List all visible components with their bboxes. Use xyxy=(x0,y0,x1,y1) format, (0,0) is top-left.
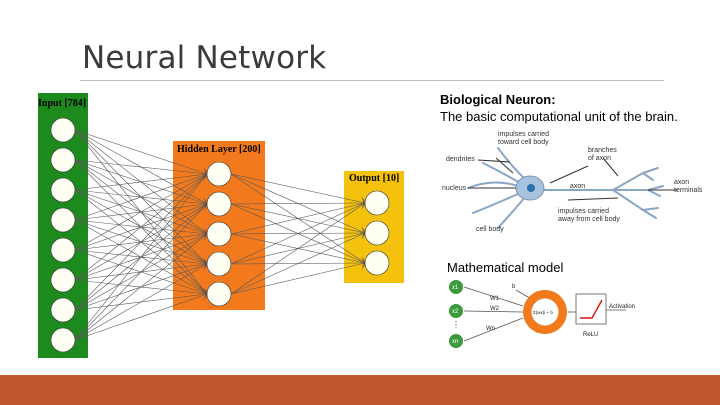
hidden-node-flare xyxy=(203,167,209,181)
output-node-flares xyxy=(361,196,367,270)
input-neuron xyxy=(50,117,76,143)
label-bias: b xyxy=(512,284,516,290)
label-impulses-out-2: away from cell body xyxy=(558,216,620,223)
output-node-flare xyxy=(361,226,367,240)
label-w1: W1 xyxy=(490,296,500,302)
output-neuron xyxy=(364,190,390,216)
input-x1-node xyxy=(449,280,463,294)
relu-curve xyxy=(580,299,603,319)
label-terminals-1: axon xyxy=(674,179,689,186)
connection-lines xyxy=(74,129,366,341)
label-x2: x2 xyxy=(452,309,459,315)
hidden-node-flare xyxy=(203,197,209,211)
label-impulses-in-2: toward cell body xyxy=(498,139,549,146)
input-hidden-edge xyxy=(74,173,208,341)
input-hidden-edge xyxy=(74,159,208,175)
input-hidden-edge xyxy=(74,173,208,221)
input-neuron xyxy=(50,267,76,293)
relu-box xyxy=(575,293,607,325)
biological-neuron-heading: Biological Neuron: xyxy=(440,92,556,107)
input-neuron xyxy=(50,207,76,233)
svg-text:⋮: ⋮ xyxy=(452,320,460,329)
neural-network-diagram: Input [784] Hidden Layer [200] Output [1… xyxy=(38,93,404,358)
hidden-output-edge xyxy=(230,262,366,295)
label-nucleus: nucleus xyxy=(442,185,467,192)
input-neuron xyxy=(50,297,76,323)
hidden-neuron xyxy=(206,161,232,187)
input-x2-node xyxy=(449,304,463,318)
hidden-node-flare xyxy=(203,227,209,241)
hidden-node-flares xyxy=(203,167,209,301)
title-divider xyxy=(80,80,664,81)
input-layer-label: Input [784] xyxy=(38,98,86,109)
input-neuron xyxy=(50,237,76,263)
hidden-output-edge xyxy=(230,232,366,295)
label-branches-2: of axon xyxy=(588,155,611,162)
label-axon: axon xyxy=(570,183,585,190)
output-node-flare xyxy=(361,256,367,270)
input-hidden-edge xyxy=(74,173,208,281)
label-branches-1: branches xyxy=(588,147,617,154)
label-wn: Wn xyxy=(486,326,495,332)
label-activation: Activation xyxy=(609,304,635,310)
hidden-node-flare xyxy=(203,287,209,301)
nucleus-shape xyxy=(527,184,535,192)
mathematical-model-illustration: ⋮ x1 x2 xn W1 W2 Wn b Σ(wx)i + b Activat… xyxy=(449,280,635,348)
input-hidden-edge xyxy=(74,173,208,251)
mathematical-model-heading: Mathematical model xyxy=(447,260,564,275)
label-terminals-2: terminals xyxy=(674,187,703,194)
label-w2: W2 xyxy=(490,306,500,312)
hidden-neuron xyxy=(206,281,232,307)
output-layer-label: Output [10] xyxy=(349,173,399,184)
neuron-nodes xyxy=(50,117,390,353)
input-neuron xyxy=(50,177,76,203)
output-neuron xyxy=(364,220,390,246)
label-cell-body: cell body xyxy=(476,226,504,233)
hidden-output-edge xyxy=(230,202,366,265)
hidden-neuron xyxy=(206,251,232,277)
label-sum: Σ(wx)i + b xyxy=(533,310,553,315)
hidden-output-edge xyxy=(230,202,366,205)
label-impulses-out-1: impulses carried xyxy=(558,208,609,215)
input-hidden-edge xyxy=(74,293,208,341)
hidden-neuron xyxy=(206,221,232,247)
hidden-node-flare xyxy=(203,257,209,271)
input-hidden-edge xyxy=(74,233,208,341)
hidden-output-edge xyxy=(230,202,366,295)
input-xn-node xyxy=(449,334,463,348)
output-node-flare xyxy=(361,196,367,210)
input-hidden-edge xyxy=(74,263,208,341)
input-hidden-edge xyxy=(74,173,208,191)
label-dendrites: dendrites xyxy=(446,156,475,163)
hidden-output-edge xyxy=(230,202,366,235)
slide-title: Neural Network xyxy=(82,40,327,76)
biological-neuron-subheading: The basic computational unit of the brai… xyxy=(440,109,678,124)
label-x1: x1 xyxy=(452,285,459,291)
input-hidden-edge xyxy=(74,129,208,175)
hidden-output-edge xyxy=(230,173,366,204)
label-impulses-in-1: impulses carried xyxy=(498,131,549,138)
output-neuron xyxy=(364,250,390,276)
biological-neuron-illustration: impulses carried toward cell body branch… xyxy=(442,131,703,233)
input-hidden-edge xyxy=(74,173,208,311)
hidden-layer-label: Hidden Layer [200] xyxy=(177,144,261,155)
input-hidden-edge xyxy=(74,203,208,341)
input-neuron xyxy=(50,327,76,353)
input-neuron xyxy=(50,147,76,173)
label-relu: ReLU xyxy=(583,332,598,338)
label-xn: xn xyxy=(452,339,458,345)
footer-bar xyxy=(0,375,720,405)
hidden-neuron xyxy=(206,191,232,217)
